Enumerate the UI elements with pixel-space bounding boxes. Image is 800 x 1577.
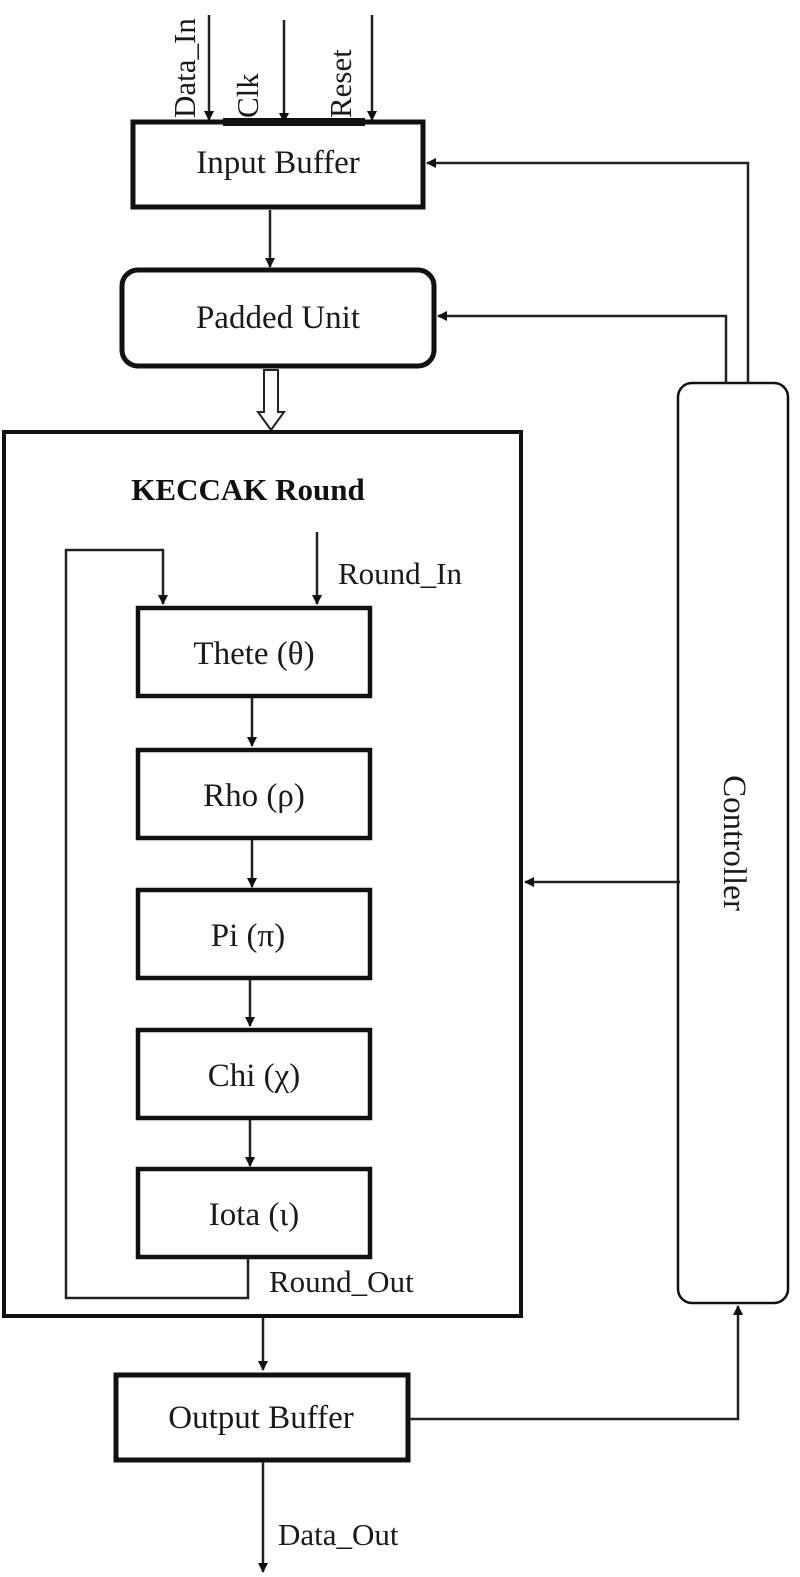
keccak-round-box: [2, 430, 523, 1318]
output-buffer-label: Output Buffer: [168, 1400, 353, 1436]
data-out-label: Data_Out: [278, 1517, 399, 1552]
round-out-label: Round_Out: [269, 1264, 414, 1299]
input-buffer-box: [130, 119, 426, 210]
clk-label: Clk: [230, 73, 265, 118]
chi-label: Chi (χ): [208, 1058, 301, 1094]
pi-box: [135, 887, 373, 981]
padded-unit-box: [119, 267, 437, 369]
output-buffer-to-controller-line: [410, 1305, 743, 1421]
controller-to-padded-unit-line: [437, 311, 728, 383]
theta-box: [135, 605, 373, 699]
iota-box: [135, 1166, 373, 1260]
output-buffer-box: [113, 1372, 411, 1463]
controller-box: [676, 381, 790, 1305]
theta-label: Thete (θ): [193, 636, 314, 672]
controller-to-input-buffer-line: [426, 158, 750, 383]
padded-unit-label: Padded Unit: [196, 300, 360, 336]
rho-label: Rho (ρ): [203, 778, 305, 814]
iota-label: Iota (ι): [209, 1197, 299, 1233]
controller-label: Controller: [716, 775, 752, 911]
input-buffer-label: Input Buffer: [196, 145, 359, 181]
chi-box: [135, 1027, 373, 1121]
padded-to-round-hollow-arrow: [256, 369, 286, 432]
keccak-round-title: KECCAK Round: [131, 472, 364, 507]
round-feedback-loop: [64, 548, 250, 1300]
data-in-label: Data_In: [167, 18, 202, 118]
pi-label: Pi (π): [211, 918, 285, 954]
reset-label: Reset: [323, 49, 358, 118]
rho-box: [135, 747, 373, 841]
round-in-label: Round_In: [338, 556, 463, 591]
